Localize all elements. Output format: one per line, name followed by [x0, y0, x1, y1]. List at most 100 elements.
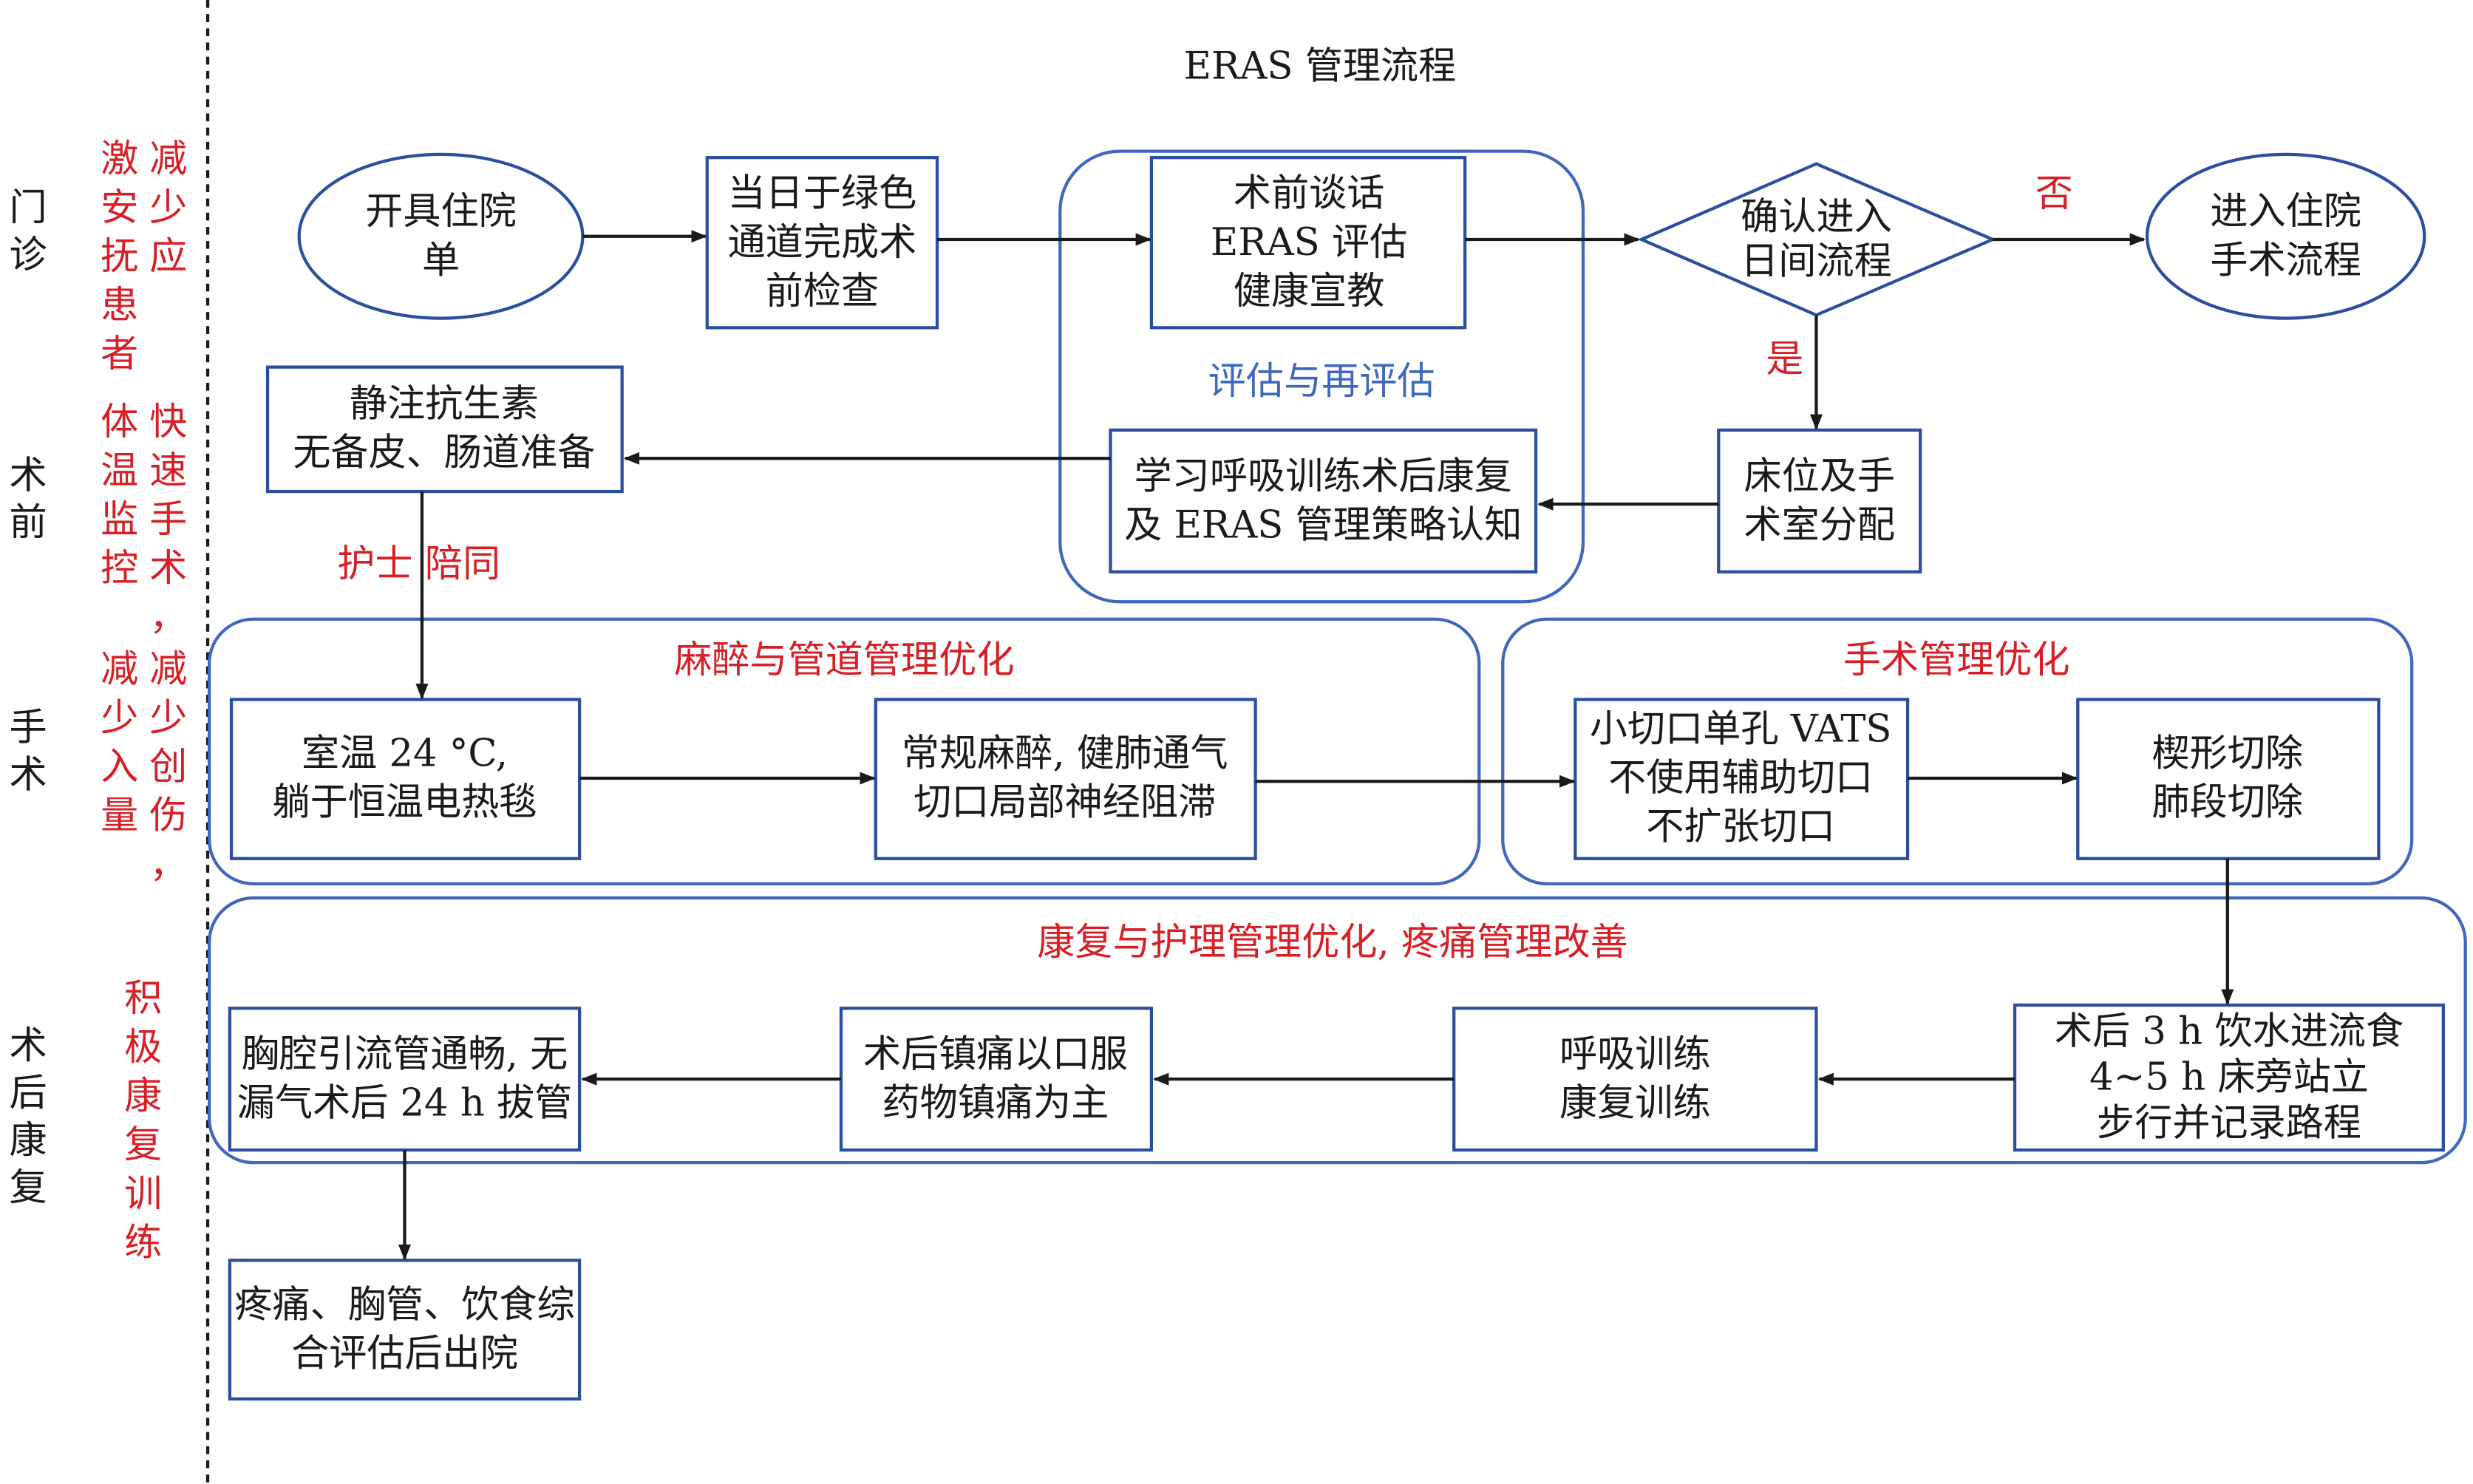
vertical-char: 应: [149, 235, 187, 279]
node-room-temp-text: 室温 24 °C, 躺于恒温电热毯: [273, 732, 537, 824]
vertical-char: 体: [101, 401, 138, 444]
vertical-char: 术: [9, 753, 47, 797]
vertical-char: 前: [9, 501, 47, 545]
stage-label-preop: 术前: [9, 454, 47, 545]
group-surgery-label: 手术管理优化: [1843, 639, 2070, 682]
node-text-line: 手术流程: [2210, 239, 2361, 282]
vertical-char: 少: [149, 186, 187, 230]
node-text-line: 小切口单孔 VATS: [1590, 707, 1892, 751]
vertical-char: 控: [101, 547, 138, 590]
node-text-line: 床位及手: [1744, 455, 1895, 498]
node-text-line: 康复训练: [1559, 1082, 1711, 1126]
node-room-temp: 室温 24 °C, 躺于恒温电热毯: [229, 698, 582, 860]
node-text-line: 胸腔引流管通畅, 无: [242, 1033, 568, 1077]
node-text-line: 无备皮、肠道准备: [293, 431, 595, 474]
edge-label-no: 否: [2035, 172, 2073, 216]
group-rehab-label: 康复与护理管理优化, 疼痛管理改善: [1037, 921, 1628, 964]
group-anesthesia-label: 麻醉与管道管理优化: [674, 639, 1014, 682]
vertical-char: 伤: [149, 794, 187, 838]
vertical-char: 抚: [101, 235, 138, 279]
node-text-line: 常规麻醉, 健肺通气: [902, 732, 1228, 775]
vertical-char: 练: [124, 1221, 162, 1265]
edge-label-nurse: 护士 陪同: [337, 542, 500, 586]
vertical-char: 温: [101, 449, 138, 493]
node-text-line: 开具住院: [365, 190, 517, 234]
stage-label-postop: 术后康复: [9, 1024, 47, 1210]
node-text-line: 单: [422, 239, 460, 282]
node-text-line: 呼吸训练: [1559, 1033, 1711, 1077]
stage-label-surgery: 手术: [9, 706, 47, 797]
vertical-char: 安: [101, 186, 138, 230]
diagram-title: ERAS 管理流程: [1184, 45, 1457, 89]
vertical-char: ，: [149, 843, 187, 887]
vertical-char: 康: [9, 1119, 47, 1163]
flow-arrows: [398, 230, 2234, 1261]
node-text-line: 4~5 h 床旁站立: [2089, 1056, 2369, 1100]
group-surgery: [1501, 617, 2414, 885]
node-text-line: 不使用辅助切口: [1608, 757, 1873, 800]
vertical-char: 少: [101, 697, 138, 741]
vertical-char: 激: [101, 137, 138, 181]
node-text-line: 健康宣教: [1234, 270, 1385, 313]
node-text-line: 通道完成术: [728, 221, 917, 265]
node-text-line: 合评估后出院: [291, 1332, 518, 1376]
vertical-char: 患: [101, 284, 138, 327]
vertical-char: 积: [124, 977, 162, 1021]
node-text-line: 切口局部神经阻滞: [914, 781, 1216, 825]
group-assessment-label: 评估与再评估: [1208, 360, 1435, 404]
node-text-line: 躺于恒温电热毯: [273, 781, 537, 825]
node-text-line: 术后镇痛以口服: [863, 1033, 1128, 1077]
vertical-char: 监: [101, 498, 138, 542]
node-text-line: ERAS 评估: [1211, 221, 1407, 265]
vertical-char: 手: [149, 498, 187, 542]
node-text-line: 确认进入: [1741, 196, 1892, 239]
vertical-char: 者: [101, 333, 138, 376]
vertical-char: 训: [124, 1172, 162, 1216]
vertical-char: 创: [149, 746, 187, 789]
vertical-char: 术: [149, 547, 187, 590]
vertical-char: 减: [101, 647, 138, 691]
node-text-line: 前检查: [766, 270, 879, 313]
node-text-line: 室温 24 °C,: [302, 732, 508, 775]
vertical-char: ，: [149, 596, 187, 639]
vertical-char: 复: [124, 1123, 162, 1167]
node-text-line: 日间流程: [1741, 239, 1892, 283]
node-text-line: 及 ERAS 管理策略认知: [1124, 503, 1522, 547]
node-text-line: 术后 3 h 饮水进流食: [2055, 1010, 2404, 1054]
node-text-line: 药物镇痛为主: [882, 1082, 1109, 1126]
edge-label-yes: 是: [1766, 338, 1803, 381]
node-text-line: 术前谈话: [1234, 172, 1385, 216]
node-text-line: 静注抗生素: [350, 382, 539, 426]
vertical-char: 速: [149, 449, 187, 493]
group-anesthesia: [208, 617, 1481, 885]
node-text-line: 不扩张切口: [1646, 806, 1835, 849]
node-text-line: 漏气术后 24 h 拔管: [237, 1082, 573, 1126]
node-text-line: 术室分配: [1744, 503, 1895, 547]
vertical-char: 少: [149, 697, 187, 741]
